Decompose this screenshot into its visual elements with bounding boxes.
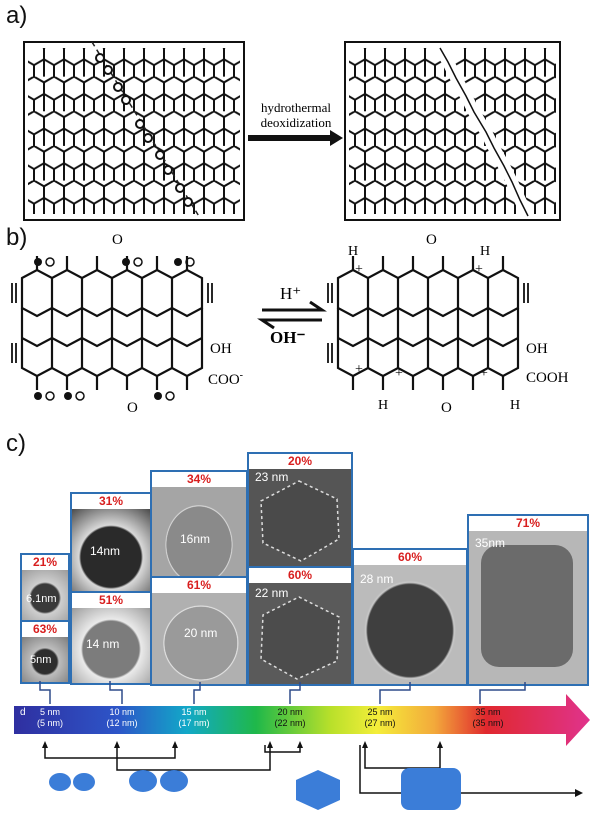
tem-size: 14 nm bbox=[86, 637, 120, 651]
ellipsoid-particle-icon bbox=[160, 770, 188, 792]
size-tick-1: 5 nm(5 nm) bbox=[36, 707, 63, 728]
right-plus-1: + bbox=[355, 262, 363, 277]
right-plus-3: + bbox=[355, 362, 363, 377]
left-carboxylate: COO- bbox=[208, 370, 244, 388]
reaction-arrow bbox=[248, 135, 330, 141]
panel-label-a: a) bbox=[6, 2, 28, 29]
tem-image-1: 21% 6.1nm bbox=[20, 553, 70, 623]
right-carboxyl: COOH bbox=[526, 370, 569, 386]
tem-image-2: 63% 5nm bbox=[20, 620, 70, 684]
oxygen-atoms bbox=[95, 53, 193, 207]
image-connectors bbox=[39, 681, 526, 704]
tem-percent: 31% bbox=[72, 494, 150, 509]
right-hydrogen-3: H bbox=[378, 398, 389, 413]
reverse-arrow bbox=[257, 318, 322, 330]
right-plus-4: + bbox=[395, 366, 403, 381]
size-gradient-arrow bbox=[14, 694, 590, 746]
tem-percent: 63% bbox=[22, 622, 68, 637]
tem-size: 5nm bbox=[30, 654, 52, 666]
tem-image-10: 71% 35nm bbox=[467, 514, 589, 686]
diameter-label: d bbox=[20, 707, 26, 718]
right-hydroxyl: OH bbox=[526, 341, 548, 357]
tem-size: 35nm bbox=[475, 536, 506, 550]
right-hydrogen-2: H bbox=[480, 244, 491, 259]
tem-percent: 34% bbox=[152, 472, 246, 487]
hexagon-particle-icon bbox=[296, 770, 340, 810]
size-tick-2: 10 nm(12 nm) bbox=[106, 707, 138, 728]
tem-image-6: 61% 20 nm bbox=[150, 576, 248, 686]
tem-percent: 21% bbox=[22, 555, 68, 570]
tem-percent: 60% bbox=[249, 568, 351, 583]
right-ketone-bottom: O bbox=[441, 400, 452, 416]
tem-percent: 60% bbox=[354, 550, 466, 565]
size-tick-5: 25 nm(27 nm) bbox=[364, 707, 396, 728]
right-plus-5: + bbox=[480, 366, 488, 381]
tem-image-9: 60% 28 nm bbox=[352, 548, 468, 686]
tem-size: 20 nm bbox=[184, 626, 218, 640]
tem-percent: 61% bbox=[152, 578, 246, 593]
size-tick-6: 35 nm(35 nm) bbox=[472, 707, 504, 728]
tem-image-7: 20% 23 nm bbox=[247, 452, 353, 568]
tem-size: 6.1nm bbox=[26, 593, 57, 605]
panel-label-c: c) bbox=[6, 430, 26, 457]
left-ketone-top: O bbox=[112, 232, 123, 248]
left-ketone-bottom: O bbox=[127, 400, 138, 416]
right-ketone-top: O bbox=[426, 232, 437, 248]
tem-size: 28 nm bbox=[360, 572, 394, 586]
arrow-label-line2: deoxidization bbox=[260, 115, 332, 130]
size-tick-3: 15 nm(17 nm) bbox=[178, 707, 210, 728]
left-hydroxyl: OH bbox=[210, 341, 232, 357]
sphere-particle-icon bbox=[49, 773, 71, 791]
tem-percent: 51% bbox=[72, 593, 150, 608]
arrow-label-line1: hydrothermal bbox=[260, 100, 332, 115]
tem-size: 22 nm bbox=[255, 586, 289, 600]
size-tick-4: 20 nm(22 nm) bbox=[274, 707, 306, 728]
forward-label: H⁺ bbox=[280, 284, 302, 303]
forward-arrow bbox=[262, 300, 327, 312]
range-brackets bbox=[44, 745, 575, 794]
right-hydrogen-1: H bbox=[348, 244, 359, 259]
sphere-particle-icon bbox=[73, 773, 95, 791]
panel-label-b: b) bbox=[6, 224, 28, 251]
tem-image-4: 51% 14 nm bbox=[70, 591, 152, 685]
ellipsoid-particle-icon bbox=[129, 770, 157, 792]
right-plus-2: + bbox=[475, 262, 483, 277]
bracket-arrowheads bbox=[42, 741, 583, 797]
tem-size: 14nm bbox=[90, 544, 121, 558]
radical-dots-left bbox=[34, 257, 195, 401]
tem-percent: 71% bbox=[469, 516, 587, 531]
arrow-label: hydrothermal deoxidization bbox=[251, 100, 341, 130]
tem-size: 16nm bbox=[180, 532, 211, 546]
tem-size: 23 nm bbox=[255, 470, 289, 484]
rounded-square-particle-icon bbox=[401, 768, 461, 810]
reverse-label: OH⁻ bbox=[270, 328, 306, 347]
tem-percent: 20% bbox=[249, 454, 351, 469]
particle-shapes bbox=[49, 768, 461, 810]
right-hydrogen-4: H bbox=[510, 398, 521, 413]
